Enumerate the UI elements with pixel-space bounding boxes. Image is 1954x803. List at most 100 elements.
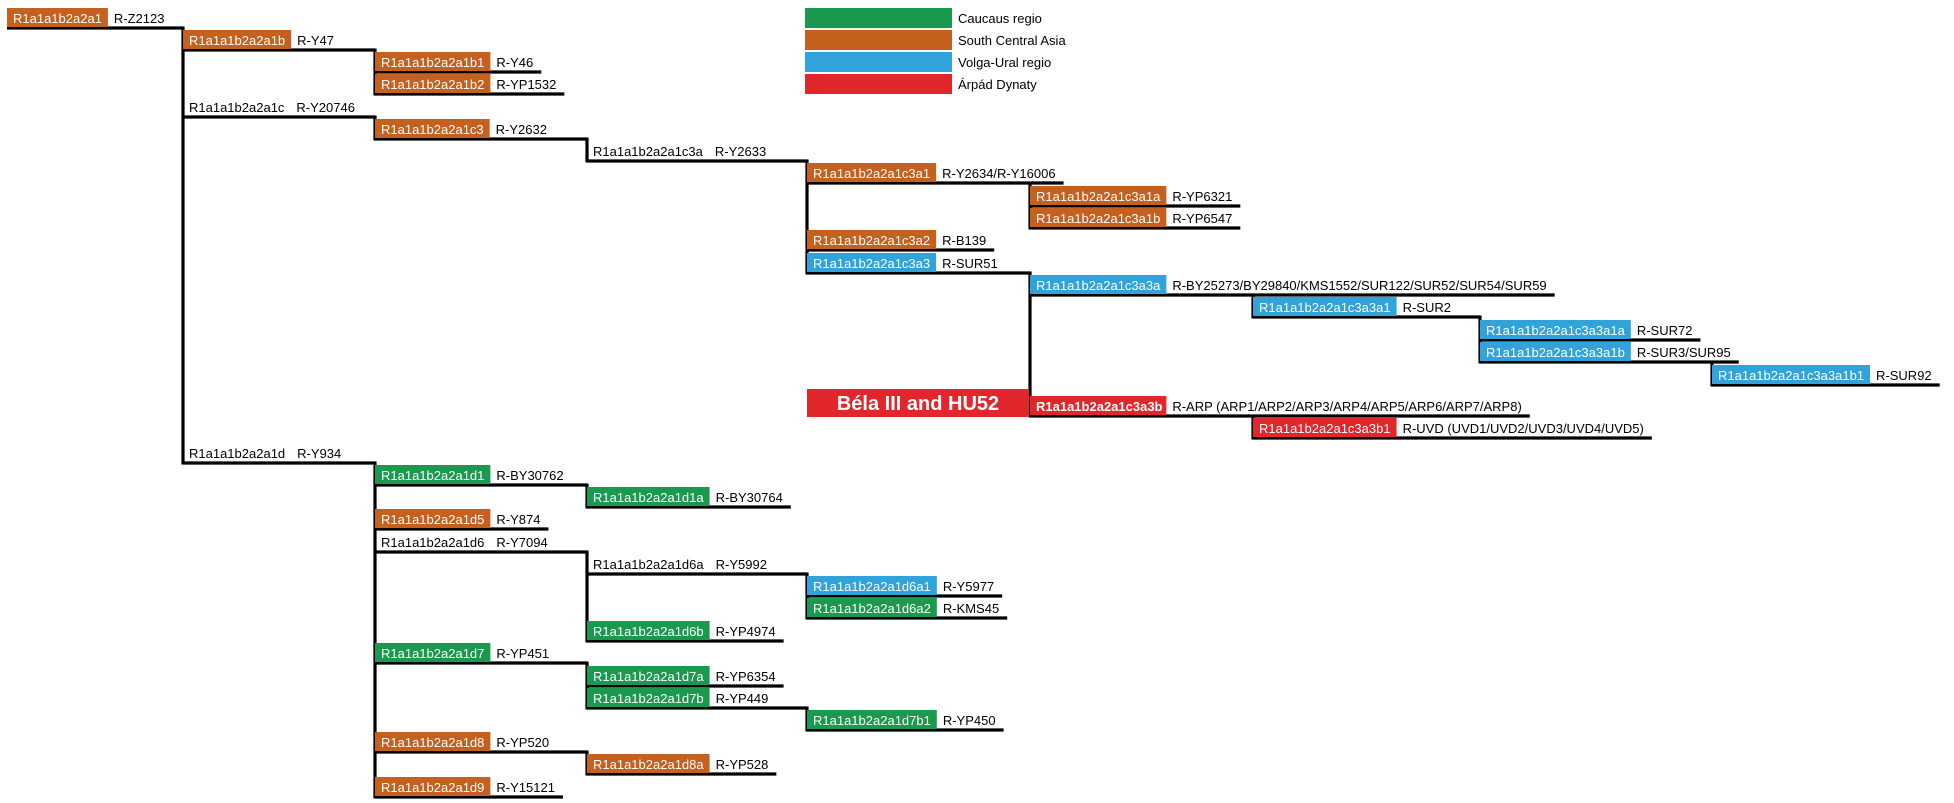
tree-node: R1a1a1b2a2a1c3a3a1b1 R-SUR92 [1712,365,1932,384]
haplogroup-label: R1a1a1b2a2a1c3a1 [813,166,930,181]
snp-label: R-SUR51 [942,256,998,271]
node-box [1480,342,1631,361]
snp-label: R-Y2634/R-Y16006 [942,166,1055,181]
haplogroup-label: R1a1a1b2a2a1d6a2 [813,601,931,616]
node-box [807,163,937,182]
snp-label: R-KMS45 [943,601,999,616]
node-box [1480,320,1631,339]
snp-label: R-ARP (ARP1/ARP2/ARP3/ARP4/ARP5/ARP6/ARP… [1172,399,1521,414]
tree-node: R1a1a1b2a2a1c3a1a R-YP6321 [1030,186,1232,205]
node-box [375,777,491,796]
snp-label: R-Y20746 [296,100,355,115]
haplogroup-label: R1a1a1b2a2a1d9 [381,780,484,795]
haplogroup-label: R1a1a1b2a2a1c3a2 [813,233,930,248]
tree-node: R1a1a1b2a2a1d6a2 R-KMS45 [807,598,999,617]
legend-item: South Central Asia [805,30,1066,50]
highlight-callout: Béla III and HU52 [807,389,1029,417]
node-box [587,688,710,707]
haplogroup-label: R1a1a1b2a2a1c3a3a1b [1486,345,1625,360]
tree-node: R1a1a1b2a2a1d8a R-YP528 [587,754,768,773]
node-box [375,509,491,528]
node-box [375,74,491,93]
snp-label: R-YP6547 [1172,211,1232,226]
snp-label: R-YP450 [943,713,996,728]
snp-label: R-YP6321 [1172,189,1232,204]
snp-label: R-Y47 [297,33,334,48]
snp-label: R-SUR72 [1637,323,1693,338]
haplogroup-label: R1a1a1b2a2a1c [189,100,285,115]
node-box [375,732,491,751]
tree-node: R1a1a1b2a2a1c3a1 R-Y2634/R-Y16006 [807,163,1056,182]
haplogroup-label: R1a1a1b2a2a1d7a [593,669,704,684]
snp-label: R-YP4974 [716,624,776,639]
tree-node: R1a1a1b2a2a1b1 R-Y46 [375,52,533,71]
snp-label: R-Y874 [496,512,540,527]
node-box [587,487,710,506]
node-box [1030,186,1167,205]
haplogroup-label: R1a1a1b2a2a1d7b1 [813,713,931,728]
highlight-label: Béla III and HU52 [837,393,999,415]
legend-label: Caucaus regio [958,11,1042,26]
snp-label: R-Y7094 [496,535,547,550]
node-box [587,666,710,685]
tree-node: R1a1a1b2a2a1d6 R-Y7094 [381,535,548,550]
snp-label: R-Y15121 [496,780,555,795]
snp-label: R-Z2123 [114,11,165,26]
tree-node: R1a1a1b2a2a1d7a R-YP6354 [587,666,776,685]
snp-label: R-YP528 [716,757,769,772]
haplogroup-label: R1a1a1b2a2a1b2 [381,77,484,92]
legend-swatch [805,52,952,72]
haplogroup-label: R1a1a1b2a2a1d1a [593,490,704,505]
haplogroup-label: R1a1a1b2a2a1d [189,446,285,461]
node-box [375,52,491,71]
legend-swatch [805,30,952,50]
snp-label: R-SUR92 [1876,368,1932,383]
snp-label: R-BY25273/BY29840/KMS1552/SUR122/SUR52/S… [1172,278,1546,293]
node-box [587,621,710,640]
haplogroup-label: R1a1a1b2a2a1d6 [381,535,484,550]
haplogroup-label: R1a1a1b2a2a1b1 [381,55,484,70]
haplogroup-label: R1a1a1b2a2a1d6a1 [813,579,931,594]
haplogroup-label: R1a1a1b2a2a1d8a [593,757,704,772]
node-box [1030,208,1167,227]
node-box [375,119,490,138]
legend-label: Volga-Ural regio [958,55,1051,70]
snp-label: R-Y5977 [943,579,994,594]
haplogroup-label: R1a1a1b2a2a1c3a3a1b1 [1718,368,1864,383]
legend-label: South Central Asia [958,33,1066,48]
legend-swatch [805,74,952,94]
haplogroup-label: R1a1a1b2a2a1c3a [593,144,704,159]
node-box [807,598,937,617]
snp-label: R-YP451 [496,646,549,661]
node-box [807,230,937,249]
node-box [183,30,292,49]
haplogroup-label: R1a1a1b2a2a1c3a1a [1036,189,1161,204]
node-box [587,754,710,773]
snp-label: R-YP1532 [496,77,556,92]
haplogroup-label: R1a1a1b2a2a1d1 [381,468,484,483]
haplogroup-label: R1a1a1b2a2a1c3a3a [1036,278,1161,293]
node-box [807,576,937,595]
legend-label: Árpád Dynaty [958,77,1037,92]
legend-item: Volga-Ural regio [805,52,1051,72]
haplogroup-label: R1a1a1b2a2a1c3 [381,122,484,137]
snp-label: R-YP6354 [716,669,776,684]
snp-label: R-Y46 [496,55,533,70]
snp-label: R-Y934 [297,446,341,461]
snp-label: R-Y5992 [716,557,767,572]
tree-node: R1a1a1b2a2a1c R-Y20746 [189,100,355,115]
snp-label: R-SUR2 [1403,300,1451,315]
